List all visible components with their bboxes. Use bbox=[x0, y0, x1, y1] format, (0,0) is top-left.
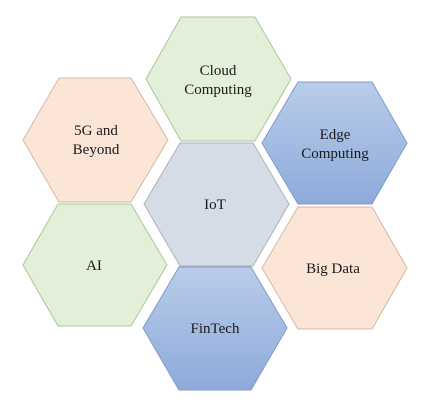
node-label: AI bbox=[86, 258, 102, 274]
node-label: FinTech bbox=[191, 321, 240, 337]
hexagon-shape bbox=[22, 77, 169, 203]
hexagon-shape bbox=[143, 142, 290, 267]
hex-node-iot: IoT bbox=[143, 142, 290, 267]
hexagon-shape bbox=[261, 81, 408, 205]
hex-node-fintech: FinTech bbox=[142, 266, 288, 391]
hexagon-shape bbox=[22, 203, 168, 327]
hexagon-shape bbox=[261, 206, 408, 330]
node-label: IoT bbox=[204, 197, 226, 213]
hex-node-ai: AI bbox=[22, 203, 168, 327]
hex-node-big-data: Big Data bbox=[261, 206, 408, 330]
hexagon-shape bbox=[142, 266, 288, 391]
node-label: Big Data bbox=[306, 261, 360, 277]
hexagon-shape bbox=[145, 16, 292, 142]
